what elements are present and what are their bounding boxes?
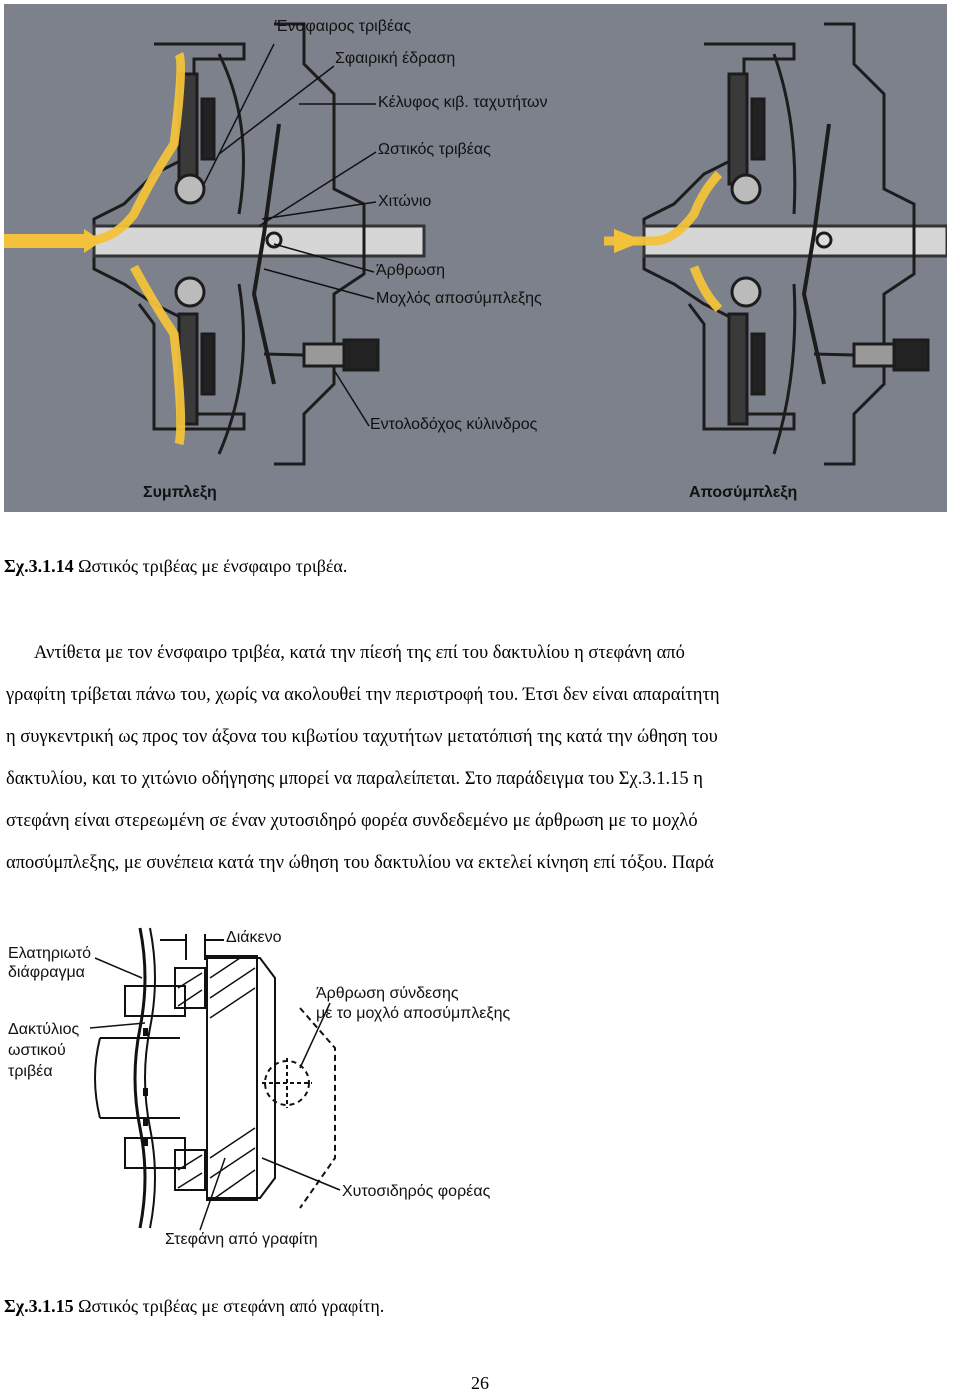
label-clearance: Διάκενο — [226, 929, 282, 946]
label-release-lever: Μοχλός αποσύμπλεξης — [376, 290, 542, 307]
paragraph-line-1: Αντίθετα με τον ένσφαιρο τριβέα, κατά τη… — [34, 643, 685, 663]
label-cast-carrier: Χυτοσιδηρός φορέας — [342, 1183, 491, 1200]
label-gearbox-housing: Κέλυφος κιβ. ταχυτήτων — [378, 94, 548, 111]
label-slave-cylinder: Εντολοδόχος κύλινδρος — [370, 416, 538, 433]
label-graphite-ring: Στεφάνη από γραφίτη — [165, 1231, 318, 1248]
body-paragraph: Αντίθετα με τον ένσφαιρο τριβέα, κατά τη… — [6, 632, 958, 884]
label-diaphragm-line1: Ελατηριωτό — [8, 945, 92, 962]
label-disengaged: Αποσύμπλεξη — [689, 484, 798, 501]
paragraph-line-3: η συγκεντρική ως προς τον άξονα του κιβω… — [6, 727, 718, 747]
figure-number-2: Σχ.3.1.15 — [4, 1296, 74, 1316]
label-diaphragm-line2: διάφραγμα — [8, 964, 85, 981]
label-ring-line2: ωστικού — [8, 1042, 66, 1059]
label-joint-line2: με το μοχλό αποσύμπλεξης — [316, 1005, 511, 1022]
label-spherical-seat: Σφαιρική έδραση — [335, 50, 456, 67]
figure-caption-1-text: Ωστικός τριβέας με ένσφαιρο τριβέα. — [73, 556, 348, 576]
label-ring-line1: Δακτύλιος — [8, 1021, 80, 1038]
disengaged-force-flow — [604, 170, 723, 313]
figure-caption-1: Σχ.3.1.14 Ωστικός τριβέας με ένσφαιρο τρ… — [4, 556, 347, 577]
engaged-force-flow — [4, 51, 186, 446]
label-sleeve: Χιτώνιο — [378, 193, 432, 210]
figure-caption-2-text: Ωστικός τριβέας με στεφάνη από γραφίτη. — [73, 1296, 385, 1316]
graphite-ring-drawing — [89, 927, 341, 1231]
label-ball-bearing: Ένσφαιρος τριβέας — [275, 18, 412, 35]
figure-caption-2: Σχ.3.1.15 Ωστικός τριβέας με στεφάνη από… — [4, 1296, 384, 1317]
graphite-ring-figure: Διάκενο Ελατηριωτό διάφραγμα Δακτύλιος ω… — [0, 918, 560, 1254]
page-number: 26 — [471, 1373, 489, 1393]
label-joint-line1: Άρθρωση σύνδεσης — [316, 985, 459, 1002]
disengaged-assembly — [642, 22, 947, 466]
paragraph-line-2: γραφίτη τρίβεται πάνω του, χωρίς να ακολ… — [6, 685, 720, 705]
leader-lines — [203, 43, 377, 427]
figure-number-1: Σχ.3.1.14 — [4, 556, 74, 576]
paragraph-line-5: στεφάνη είναι στερεωμένη σε έναν χυτοσιδ… — [6, 811, 698, 831]
clutch-diagram-drawing — [4, 22, 947, 466]
paragraph-line-4: δακτυλίου, και το χιτώνιο οδήγησης μπορε… — [6, 769, 703, 789]
clutch-diagram-figure: Ένσφαιρος τριβέας Σφαιρική έδραση Κέλυφο… — [4, 4, 947, 512]
paragraph-line-6: αποσύμπλεξης, με συνέπεια κατά την ώθηση… — [6, 853, 714, 873]
label-joint: Άρθρωση — [376, 262, 446, 279]
label-engaged: Συμπλεξη — [143, 484, 217, 501]
engaged-assembly — [92, 22, 426, 466]
label-ring-line3: τριβέα — [8, 1063, 53, 1080]
label-thrust-bearing: Ωστικός τριβέας — [378, 141, 491, 158]
